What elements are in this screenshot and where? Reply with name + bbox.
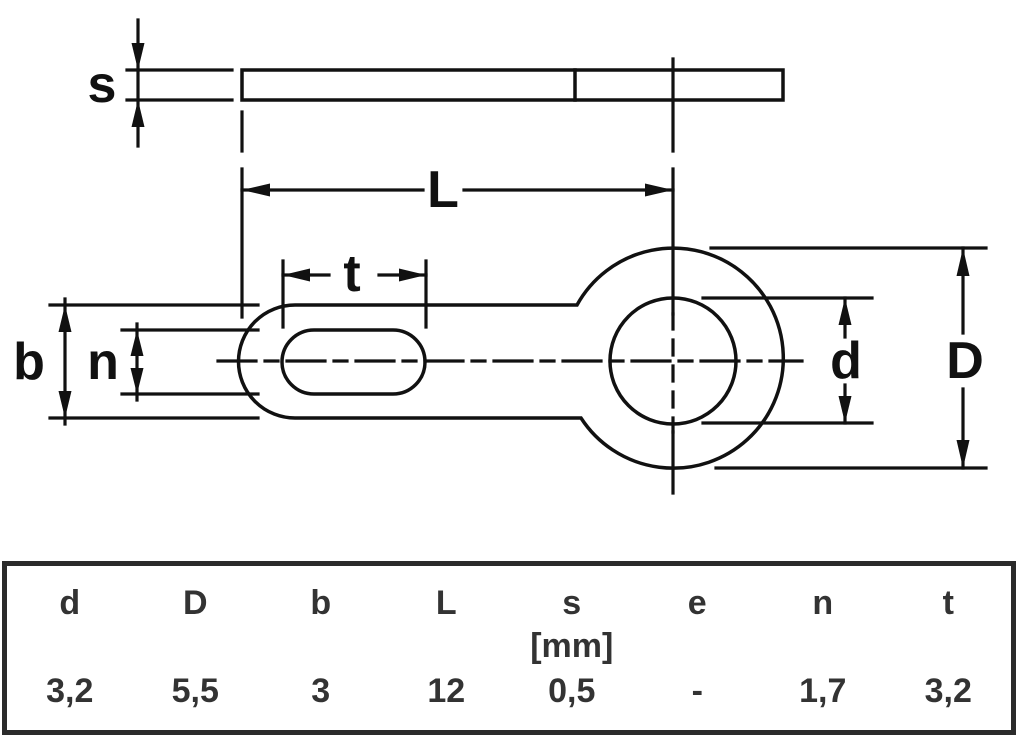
table-value-row: 3,2 5,5 3 12 0,5 - 1,7 3,2 xyxy=(7,668,1011,714)
technical-drawing: s L xyxy=(13,18,988,495)
unit-spacer xyxy=(258,624,384,668)
header-cell-d: d xyxy=(59,583,81,622)
unit-spacer xyxy=(886,624,1012,668)
value-cell-d: 3,2 xyxy=(46,671,94,710)
d-dimension-label: d xyxy=(830,332,862,390)
table-unit-row: [mm] xyxy=(7,624,1011,668)
dimension-D: D xyxy=(709,246,988,470)
lug-outline xyxy=(236,246,785,470)
b-dimension-label: b xyxy=(13,333,45,391)
t-arrow-left-icon xyxy=(283,268,310,282)
unit-spacer xyxy=(7,624,133,668)
D-arrow-down-icon xyxy=(956,440,970,468)
unit-label: [mm] xyxy=(530,626,614,665)
dimension-table: d D b L s e n t [mm] 3,2 5,5 3 12 0,5 - … xyxy=(2,561,1016,735)
header-cell-b: b xyxy=(310,583,332,622)
side-view xyxy=(240,68,785,102)
L-arrow-left-icon xyxy=(242,183,270,197)
dimension-d: d xyxy=(701,296,874,425)
side-view-outline xyxy=(240,68,785,102)
unit-spacer xyxy=(760,624,886,668)
n-arrow-up-icon xyxy=(130,330,144,356)
header-cell-n: n xyxy=(812,583,834,622)
value-cell-D: 5,5 xyxy=(171,671,219,710)
dimension-b: b xyxy=(13,297,260,426)
value-cell-t: 3,2 xyxy=(924,671,972,710)
D-arrow-up-icon xyxy=(956,248,970,276)
dimension-n: n xyxy=(87,322,260,402)
value-cell-b: 3 xyxy=(311,671,331,710)
b-arrow-up-icon xyxy=(58,305,72,332)
dimension-L: L xyxy=(240,110,675,319)
n-dimension-label: n xyxy=(87,333,119,391)
b-arrow-down-icon xyxy=(58,391,72,418)
table-header-row: d D b L s e n t xyxy=(7,582,1011,624)
d-arrow-down-icon xyxy=(838,396,852,423)
s-arrow-up-icon xyxy=(131,100,145,127)
dimension-s: s xyxy=(88,18,234,148)
unit-spacer xyxy=(133,624,259,668)
unit-spacer xyxy=(384,624,510,668)
t-dimension-label: t xyxy=(343,245,360,303)
header-cell-L: L xyxy=(435,583,457,622)
header-cell-t: t xyxy=(942,583,954,622)
s-arrow-down-icon xyxy=(131,43,145,70)
L-arrow-right-icon xyxy=(645,183,673,197)
front-view xyxy=(216,246,804,470)
L-dimension-label: L xyxy=(427,161,459,219)
d-arrow-up-icon xyxy=(838,298,852,325)
value-cell-L: 12 xyxy=(427,671,466,710)
n-arrow-down-icon xyxy=(130,368,144,394)
D-dimension-label: D xyxy=(946,332,984,390)
header-cell-e: e xyxy=(687,583,707,622)
unit-spacer xyxy=(635,624,761,668)
value-cell-e: - xyxy=(691,671,703,710)
s-dimension-label: s xyxy=(88,56,117,114)
dimension-t: t xyxy=(281,245,428,329)
value-cell-s: 0,5 xyxy=(548,671,596,710)
t-arrow-right-icon xyxy=(399,268,426,282)
value-cell-n: 1,7 xyxy=(799,671,847,710)
header-cell-s: s xyxy=(562,583,582,622)
header-cell-D: D xyxy=(182,583,208,622)
